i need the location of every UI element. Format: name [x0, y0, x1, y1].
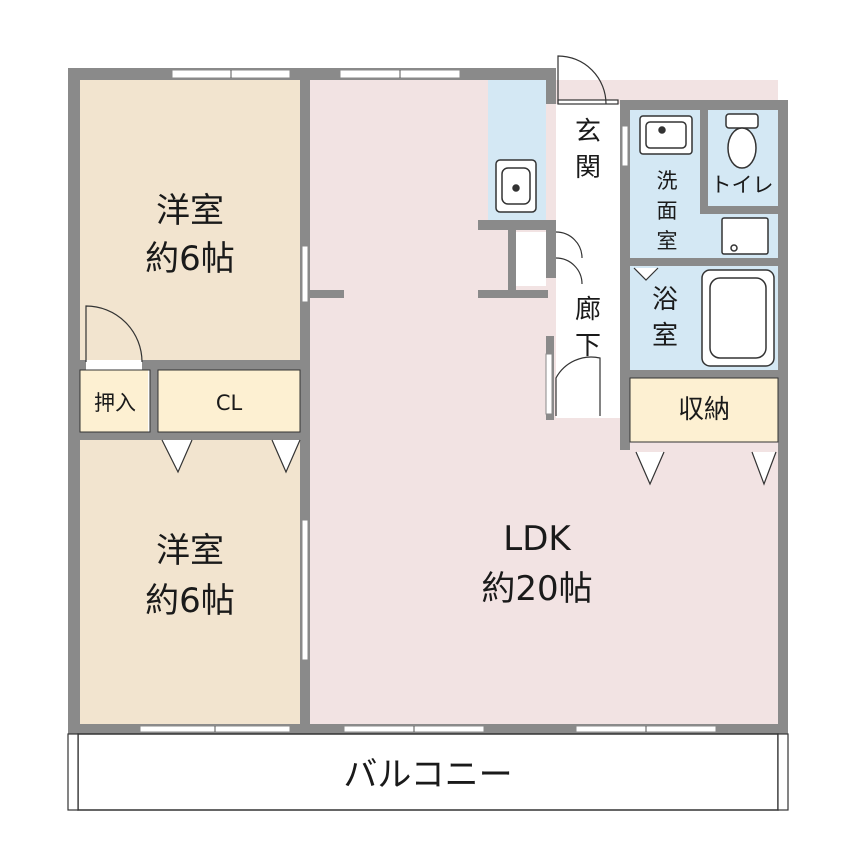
storage-fill	[630, 378, 778, 442]
ldk-name: LDK	[503, 519, 572, 559]
western-room-bottom-size: 約6帖	[145, 581, 235, 621]
toilet-label: トイレ	[711, 173, 774, 197]
corridor-fill	[556, 192, 620, 418]
bathtub-icon	[701, 269, 775, 367]
balcony-label: バルコニー	[343, 755, 512, 795]
oshiire-door	[85, 305, 143, 370]
closet-door-marks	[161, 267, 777, 486]
western-room-bottom-name: 洋室	[156, 531, 224, 571]
western-room-bottom-fill	[78, 440, 303, 724]
entrance-door	[557, 55, 619, 105]
kitchen-sink-icon	[495, 159, 537, 213]
washing-machine-pan-icon	[721, 217, 769, 255]
ldk-size: 約20帖	[481, 569, 592, 609]
western-room-top-size: 約6帖	[145, 239, 235, 279]
bathroom-label-1: 浴	[652, 285, 678, 315]
bathroom-label-2: 室	[652, 321, 678, 351]
corridor-doors	[516, 231, 601, 416]
entrance-fill	[556, 104, 624, 192]
entrance-label-2: 関	[575, 153, 601, 183]
balcony	[67, 733, 789, 811]
toilet-icon	[725, 113, 759, 169]
room-outlines	[79, 369, 779, 443]
washroom-label-1: 洗	[657, 169, 678, 193]
corridor-label-1: 廊	[575, 295, 601, 325]
washroom-label-3: 室	[657, 229, 678, 253]
oshiire-label: 押入	[94, 391, 136, 415]
window-ticks	[214, 70, 647, 732]
washbasin-icon	[639, 115, 693, 155]
entrance-label-1: 玄	[575, 117, 601, 147]
washroom-label-2: 面	[657, 199, 678, 223]
oshiire-fill	[80, 370, 148, 432]
western-room-top-fill	[78, 80, 303, 360]
storage-label: 収納	[678, 395, 730, 425]
western-room-top-name: 洋室	[156, 191, 224, 231]
closet-fill	[158, 370, 300, 432]
corridor-label-2: 下	[575, 331, 601, 361]
closet-label: CL	[216, 391, 243, 415]
